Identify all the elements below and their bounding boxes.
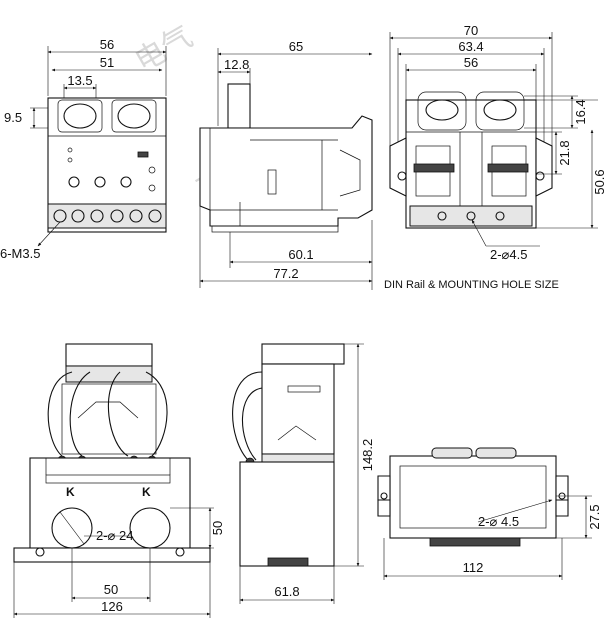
ct-side-view: 148.2 61.8	[232, 343, 375, 604]
ct-phase-label-2: K	[142, 485, 151, 499]
ct-bottom-view: 2-⌀ 4.5 27.5 112	[377, 447, 602, 580]
rail-view: 70 63.4 56 16.4	[384, 23, 607, 291]
rail-dim-50: 50.6	[592, 169, 607, 194]
ct-side-dim-height: 148.2	[360, 439, 375, 472]
rail-hole-label: 2-⌀4.5	[490, 247, 527, 262]
side-dim-tab: 12.8	[224, 57, 249, 72]
ct-hole-label: 2-⌀ 24	[96, 528, 133, 543]
ct-dim-hole-pitch: 50	[104, 582, 118, 597]
front-dim-inner-width: 51	[100, 55, 114, 70]
rail-dim-56: 56	[464, 55, 478, 70]
side-dim-base: 60.1	[288, 247, 313, 262]
ct-dim-width: 126	[101, 599, 123, 614]
ct-front-view: K K 2-⌀ 24 50 50 126	[13, 343, 225, 618]
front-view: 56 51 13.5 9.5	[0, 37, 167, 261]
front-dim-width: 56	[100, 37, 114, 52]
front-screw-label: 6-M3.5	[0, 246, 40, 261]
rail-dim-21: 21.8	[557, 140, 572, 165]
rail-dim-70: 70	[464, 23, 478, 38]
rail-caption: DIN Rail & MOUNTING HOLE SIZE	[384, 279, 559, 291]
rail-dim-63: 63.4	[458, 39, 483, 54]
side-dim-depth: 65	[289, 39, 303, 54]
ct-side-dim-depth: 61.8	[274, 584, 299, 599]
ct-bottom-dim-depth: 27.5	[587, 504, 602, 529]
side-dim-total: 77.2	[273, 266, 298, 281]
side-view: 65 12.8 60.1 77.2	[199, 39, 373, 290]
ct-bottom-dim-width: 112	[463, 560, 484, 575]
ct-dim-vertical: 50	[210, 521, 225, 535]
front-dim-top-height: 9.5	[4, 110, 22, 125]
rail-dim-16: 16.4	[573, 99, 588, 124]
ct-bottom-hole-label: 2-⌀ 4.5	[478, 514, 519, 529]
front-dim-hole-pitch: 13.5	[67, 73, 92, 88]
ct-phase-label-1: K	[66, 485, 75, 499]
